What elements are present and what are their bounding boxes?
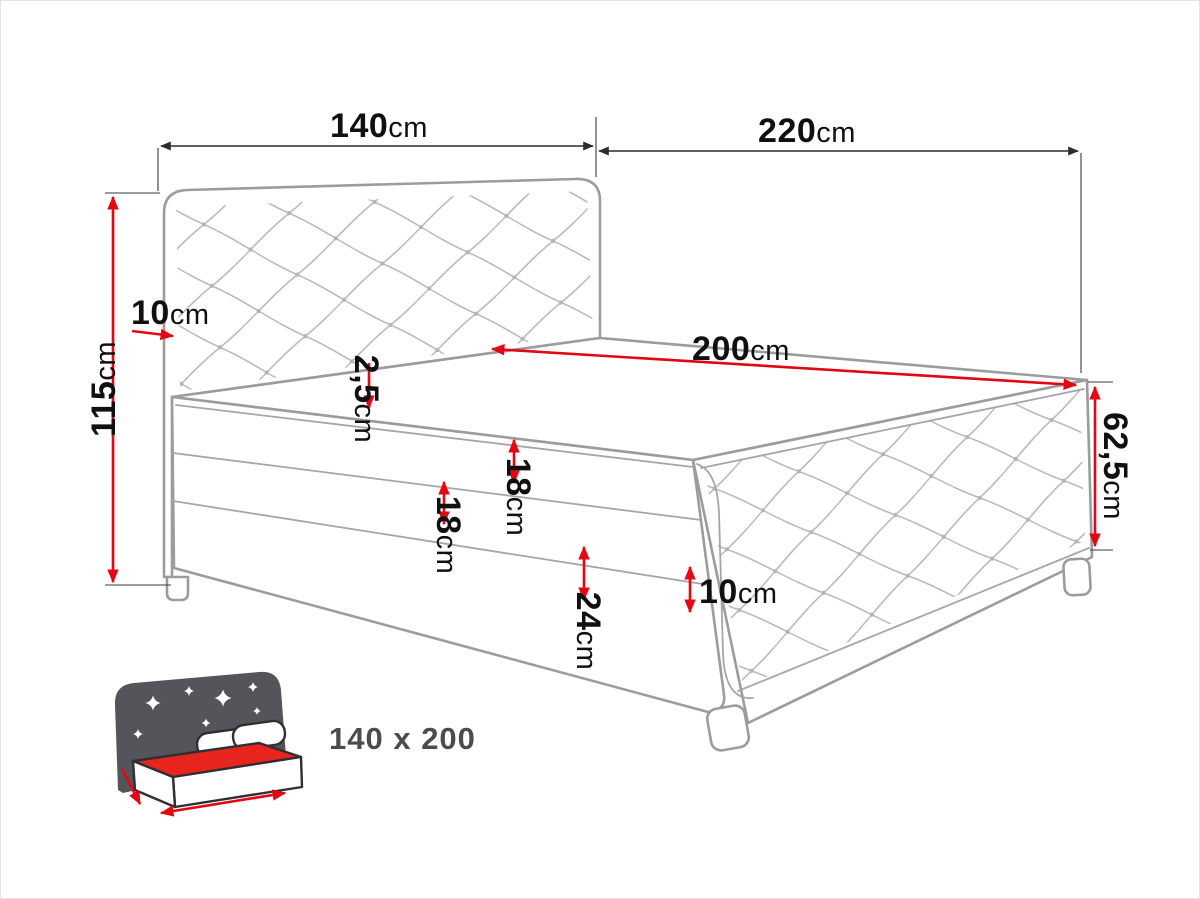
dim-unit: cm	[738, 578, 778, 610]
size-pictogram: 140 x 200	[114, 671, 476, 817]
topper-trim-front-line	[175, 404, 694, 468]
dim-value: 140	[330, 107, 388, 145]
dim-headboard-depth-line	[131, 328, 175, 341]
dim-value: 220	[758, 112, 816, 150]
dim-topper-label: 2,5cm	[347, 355, 385, 443]
dim-value: 18	[429, 496, 467, 535]
dim-value: 10	[131, 294, 170, 332]
dim-total-length-label: 220cm	[758, 112, 856, 150]
footboard-tufting	[704, 389, 1085, 687]
bed-illustration	[162, 177, 1094, 752]
size-label: 140 x 200	[329, 721, 476, 756]
corner-seam-line	[696, 463, 754, 699]
dim-value: 62,5	[1096, 412, 1134, 480]
dim-value: 115	[85, 381, 123, 437]
dim-unit: cm	[500, 497, 532, 537]
dim-value: 2,5	[347, 355, 385, 404]
dim-unit: cm	[90, 341, 122, 381]
dim-value: 18	[499, 458, 537, 497]
foot-plinth-line	[737, 547, 1090, 692]
dim-value: 200	[692, 330, 750, 368]
headboard-leg	[165, 575, 190, 602]
dim-unit: cm	[170, 299, 210, 331]
extension-lines	[105, 117, 1113, 586]
dim-unit: cm	[816, 117, 856, 149]
box-division-line	[172, 500, 710, 586]
dim-plinth-label: 10cm	[699, 573, 778, 611]
dim-sleeping-length-line	[490, 344, 1078, 390]
dim-mattress-label: 18cm	[499, 458, 537, 537]
dim-unit: cm	[388, 112, 428, 144]
dim-unit: cm	[750, 335, 790, 367]
dim-headboard-width-label: 140cm	[330, 107, 428, 145]
dim-unit: cm	[348, 404, 380, 444]
icon-width-arrow	[120, 768, 142, 806]
dim-upper-box-label: 18cm	[429, 496, 467, 575]
dimension-lines	[107, 141, 1101, 614]
dim-value: 24	[569, 592, 607, 631]
dim-value: 10	[699, 573, 738, 611]
dim-corpus-height-label: 62,5cm	[1096, 412, 1134, 520]
dim-unit: cm	[1097, 480, 1129, 520]
dim-unit: cm	[430, 535, 462, 575]
dim-total-height-label: 115cm	[85, 341, 123, 437]
dim-unit: cm	[570, 631, 602, 671]
dim-headboard-depth-label: 10cm	[131, 294, 210, 332]
right-corner-leg	[1062, 557, 1092, 597]
dim-sleeping-length-label: 200cm	[692, 330, 790, 368]
dim-base-box-label: 24cm	[569, 592, 607, 671]
front-corner-leg	[705, 704, 751, 752]
icon-length-arrow	[159, 789, 287, 817]
headboard-tufting	[176, 191, 593, 391]
mattress-division-line	[172, 452, 702, 521]
topper-trim-foot-line	[700, 388, 1085, 469]
dimension-labels: 140cm 220cm 115cm 10cm 200cm 2,5cm 18cm …	[85, 107, 1134, 670]
